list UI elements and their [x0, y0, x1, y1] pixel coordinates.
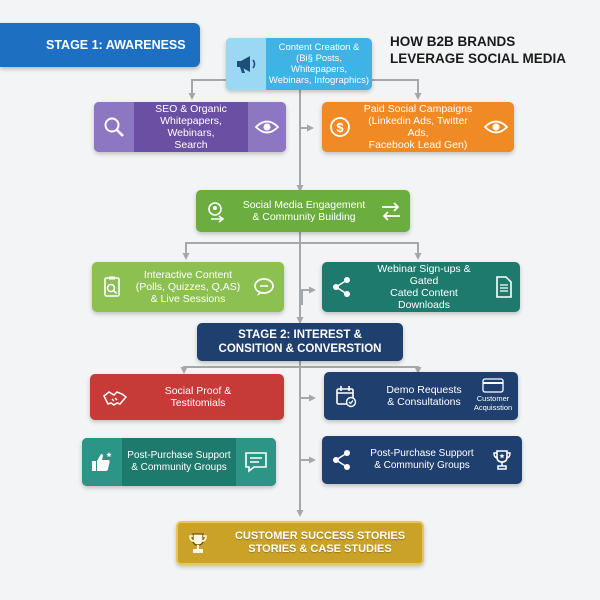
thumbs-up-icon: [82, 438, 122, 486]
eye-icon: [248, 102, 286, 152]
engagement-icon: [196, 190, 236, 232]
interactive-content-box: Interactive Content (Polls, Quizzes, Q,A…: [92, 262, 284, 312]
handshake-icon: [90, 374, 140, 420]
share-icon: [322, 436, 362, 484]
social-proof-box: Social Proof & Testitomials: [90, 374, 284, 420]
eye-icon: [478, 102, 514, 152]
paid-social-text: Paid Social Campaigns (Linkedin Ads, Twi…: [363, 103, 473, 151]
swap-arrows-icon: [372, 190, 410, 232]
seo-organic-box: SEO & Organic Whitepapers, Webinars, Sea…: [94, 102, 286, 152]
webinar-signups-text: Webinar Sign-ups & Gated Cated Content D…: [377, 263, 471, 311]
stage-1-banner: STAGE 1: AWARENESS: [0, 23, 200, 67]
demo-requests-text: Demo Requests & Consultations: [386, 384, 462, 408]
stage-2-box: STAGE 2: INTEREST & CONSITION & CONVERST…: [197, 323, 403, 361]
content-creation-box: Content Creation & (Bi§ Posts, Whitepape…: [226, 38, 372, 90]
customer-success-box: CUSTOMER SUCCESS STORIES STORIES & CASE …: [176, 521, 424, 565]
demo-requests-box: Demo Requests & Consultations Customer A…: [324, 372, 518, 420]
stage-1-label: STAGE 1: AWARENESS: [46, 38, 186, 52]
stage-2-text: STAGE 2: INTEREST & CONSITION & CONVERST…: [218, 329, 382, 355]
post-purchase-right-text: Post-Purchase Support & Community Groups: [370, 448, 474, 471]
interactive-content-text: Interactive Content (Polls, Quizzes, Q,A…: [135, 269, 241, 305]
magnifier-icon: [94, 102, 134, 152]
social-proof-text: Social Proof & Testitomials: [164, 385, 232, 409]
paid-social-box: $ Paid Social Campaigns (Linkedin Ads, T…: [322, 102, 514, 152]
post-purchase-support-right-box: Post-Purchase Support & Community Groups: [322, 436, 522, 484]
trophy-icon: [178, 523, 218, 563]
clipboard-icon: [92, 262, 132, 312]
megaphone-icon: [226, 38, 266, 90]
message-icon: [236, 438, 276, 486]
svg-text:$: $: [336, 120, 344, 135]
engagement-box: Social Media Engagement & Community Buil…: [196, 190, 410, 232]
title-line-1: HOW B2B BRANDS: [390, 34, 516, 49]
dollar-icon: $: [322, 102, 358, 152]
engagement-text: Social Media Engagement & Community Buil…: [242, 199, 366, 223]
customer-acquisition-caption: Customer Acquisstion: [473, 394, 513, 412]
content-creation-text: Content Creation & (Bi§ Posts, Whitepape…: [268, 42, 370, 86]
document-icon: [486, 262, 520, 312]
share-icon: [322, 262, 362, 312]
webinar-signups-box: Webinar Sign-ups & Gated Cated Content D…: [322, 262, 520, 312]
customer-success-text: CUSTOMER SUCCESS STORIES STORIES & CASE …: [234, 530, 406, 555]
chat-bubble-icon: [244, 262, 284, 312]
post-purchase-support-left-box: Post-Purchase Support & Community Groups: [82, 438, 276, 486]
page-title: HOW B2B BRANDS LEVERAGE SOCIAL MEDIA: [390, 33, 595, 67]
post-purchase-left-text: Post-Purchase Support & Community Groups: [127, 450, 231, 473]
credit-card-icon: [482, 378, 504, 393]
seo-organic-text: SEO & Organic Whitepapers, Webinars, Sea…: [155, 103, 227, 151]
title-line-2: LEVERAGE SOCIAL MEDIA: [390, 51, 567, 66]
calendar-icon: [324, 372, 368, 420]
trophy-icon: [482, 436, 522, 484]
